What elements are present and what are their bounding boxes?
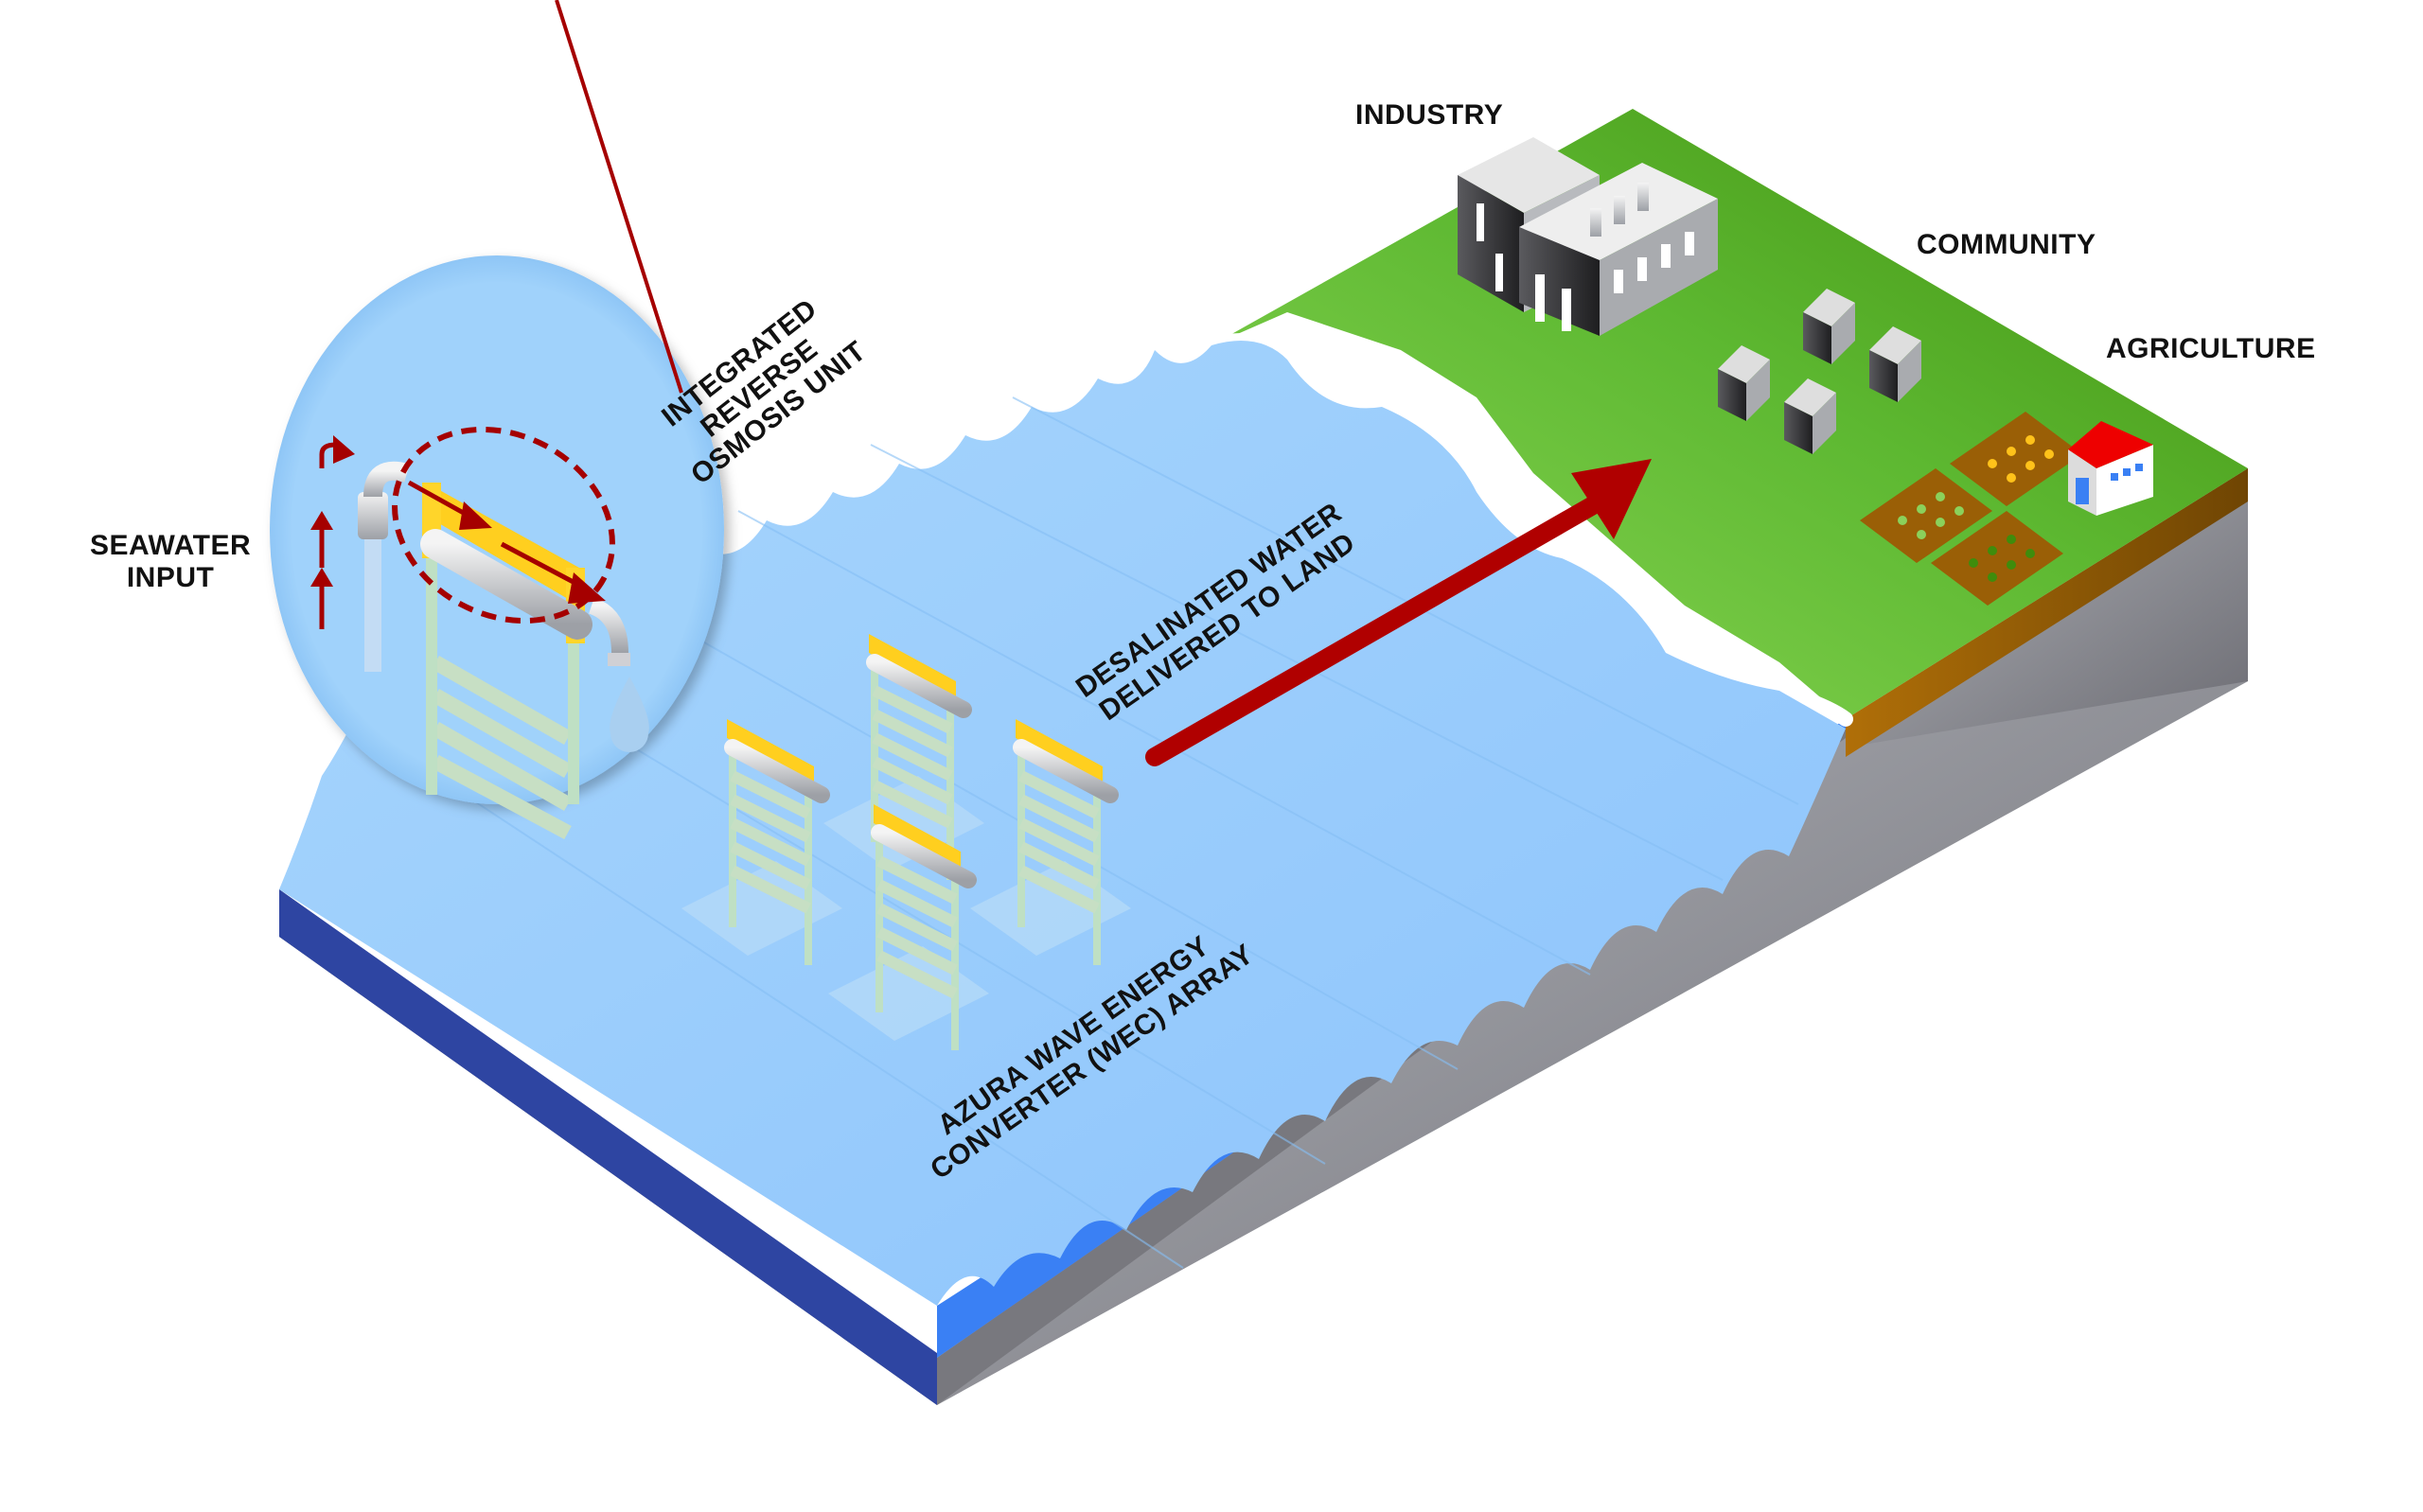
house-icon [1718, 345, 1770, 421]
label-agriculture: AGRICULTURE [2106, 333, 2316, 364]
house-icon [1869, 326, 1921, 402]
label-line: SEAWATER [90, 530, 252, 561]
house-icon [1784, 378, 1836, 454]
factory-building [1458, 137, 1718, 336]
wec-array [681, 634, 1131, 1050]
wec-unit [681, 719, 842, 965]
delivery-arrow-icon [1145, 459, 1652, 766]
crop-fields [1860, 412, 2082, 606]
label-community: COMMUNITY [1917, 229, 2096, 260]
beach-shoreline [1204, 333, 1853, 727]
water-drop-icon [610, 677, 649, 752]
wec-unit [828, 804, 989, 1050]
label-industry: INDUSTRY [1355, 99, 1504, 131]
ocean-block-left-side [279, 889, 937, 1405]
ro-unit-inset [270, 0, 724, 840]
ro-leader-line [555, 0, 683, 394]
wec-unit [970, 719, 1131, 965]
farmhouse [2068, 421, 2153, 516]
label-line: INPUT [126, 561, 215, 593]
community-houses [1718, 289, 1921, 454]
label-seawater-input: SEAWATER INPUT [90, 530, 251, 593]
house-icon [1803, 289, 1855, 364]
flow-arrows-icon [310, 435, 606, 629]
